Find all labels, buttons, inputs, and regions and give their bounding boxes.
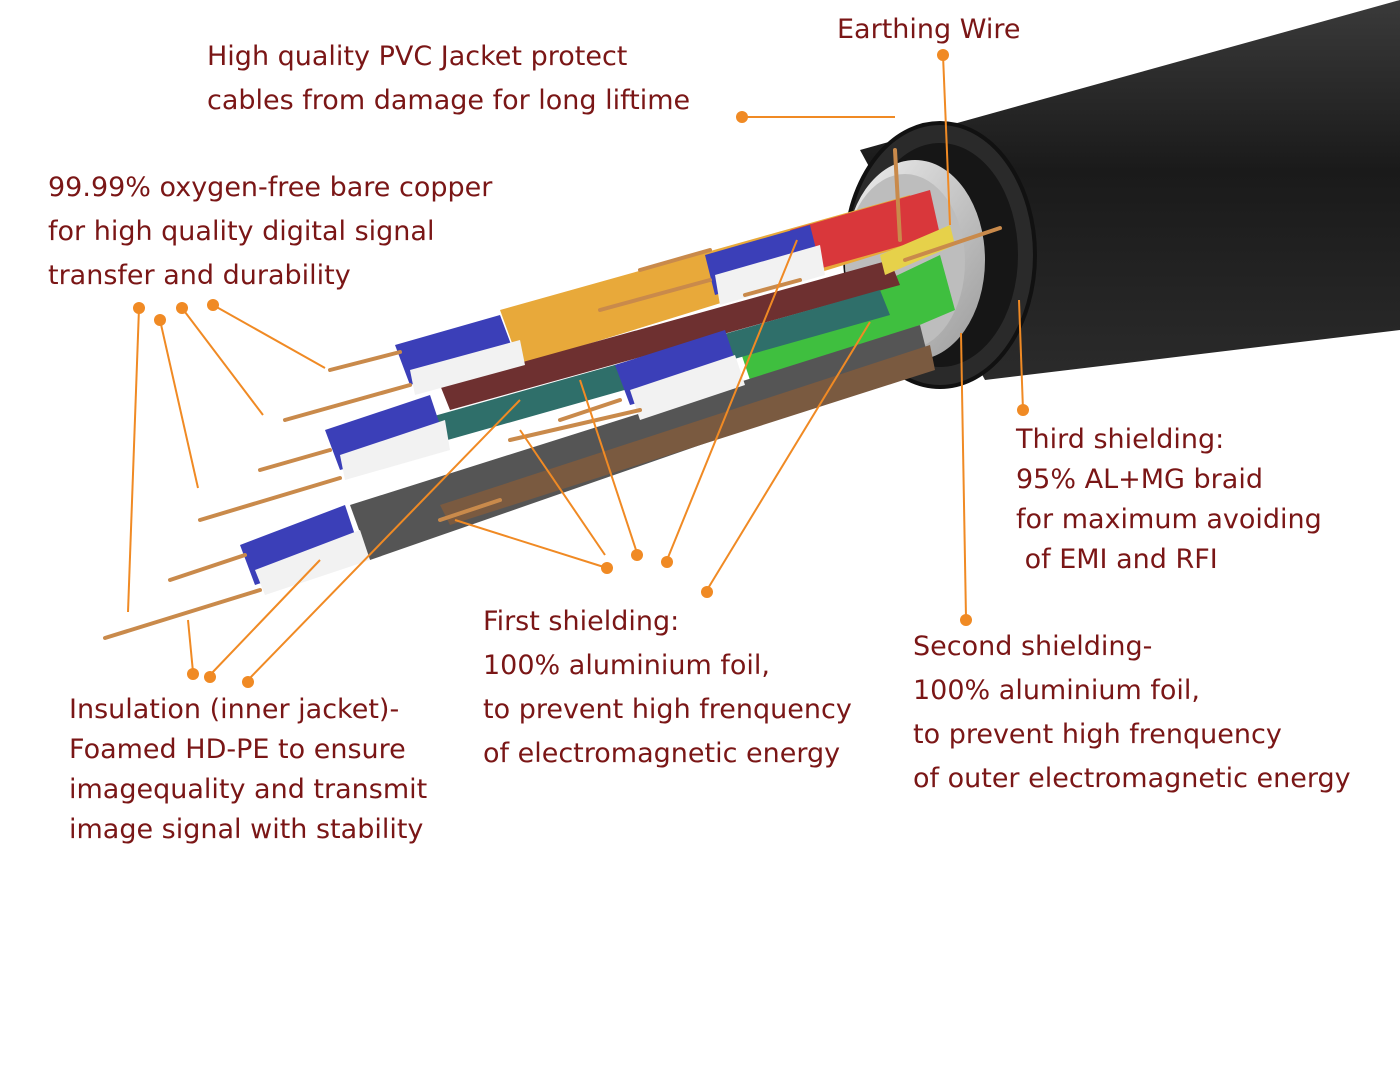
leader-insulation-2 [209,559,321,676]
leader-copper-3 [159,319,199,489]
leader-copper-4 [127,307,140,613]
leader-first-5 [706,321,871,591]
leader-copper-1 [212,304,326,369]
label-line: 95% AL+MG braid [1016,464,1263,495]
leader-second-shielding [960,332,967,619]
label-first-shielding: First shielding: 100% aluminium foil, to… [483,600,852,776]
label-earthing-wire: Earthing Wire [837,8,1020,52]
label-line: for maximum avoiding [1016,504,1322,535]
label-insulation: Insulation (inner jacket)- Foamed HD-PE … [69,690,427,850]
label-line: to prevent high frenquency [913,719,1282,750]
leader-third-shielding [1018,299,1024,411]
leader-dots [133,49,1029,688]
leader-first-4 [666,239,798,561]
label-line: for high quality digital signal [48,216,435,247]
pair-dark-red-foil [440,260,900,410]
pair-yellow-core [880,225,955,275]
insulated-conductors [240,225,825,595]
label-line: of electromagnetic energy [483,738,841,769]
label-line: transfer and durability [48,260,351,291]
label-line: 99.99% oxygen-free bare copper [48,172,493,203]
label-line: First shielding: [483,606,680,637]
label-line: 100% aluminium foil, [483,650,770,681]
label-line: 100% aluminium foil, [913,675,1200,706]
leader-first-3 [579,379,638,554]
pair-red-foil [790,190,940,270]
copper-conductors [103,148,1002,640]
label-third-shielding: Third shielding: 95% AL+MG braid for max… [1016,420,1322,580]
label-bare-copper: 99.99% oxygen-free bare copper for high … [48,166,492,298]
leader-copper-2 [181,307,264,416]
leader-first-1 [454,519,608,569]
label-line: Insulation (inner jacket)- [69,694,400,725]
leader-insulation-3 [247,399,521,681]
label-line: of EMI and RFI [1016,544,1218,575]
label-line: High quality PVC Jacket protect [207,41,628,72]
leader-lines [127,54,1024,681]
label-line: Earthing Wire [837,14,1021,45]
label-line: cables from damage for long liftime [207,85,691,116]
label-line: of outer electromagnetic energy [913,763,1351,794]
label-line: Third shielding: [1016,424,1225,455]
label-second-shielding: Second shielding- 100% aluminium foil, t… [913,625,1351,801]
label-line: Foamed HD-PE to ensure [69,734,406,765]
pair-brown-foil [440,345,935,525]
label-pvc-jacket: High quality PVC Jacket protect cables f… [207,35,690,123]
label-line: imagequality and transmit [69,774,428,805]
leader-insulation-1 [187,619,194,673]
leader-first-2 [519,429,606,556]
label-line: Second shielding- [913,631,1153,662]
label-line: image signal with stability [69,814,424,845]
leader-earthing [942,54,951,226]
label-line: to prevent high frenquency [483,694,852,725]
